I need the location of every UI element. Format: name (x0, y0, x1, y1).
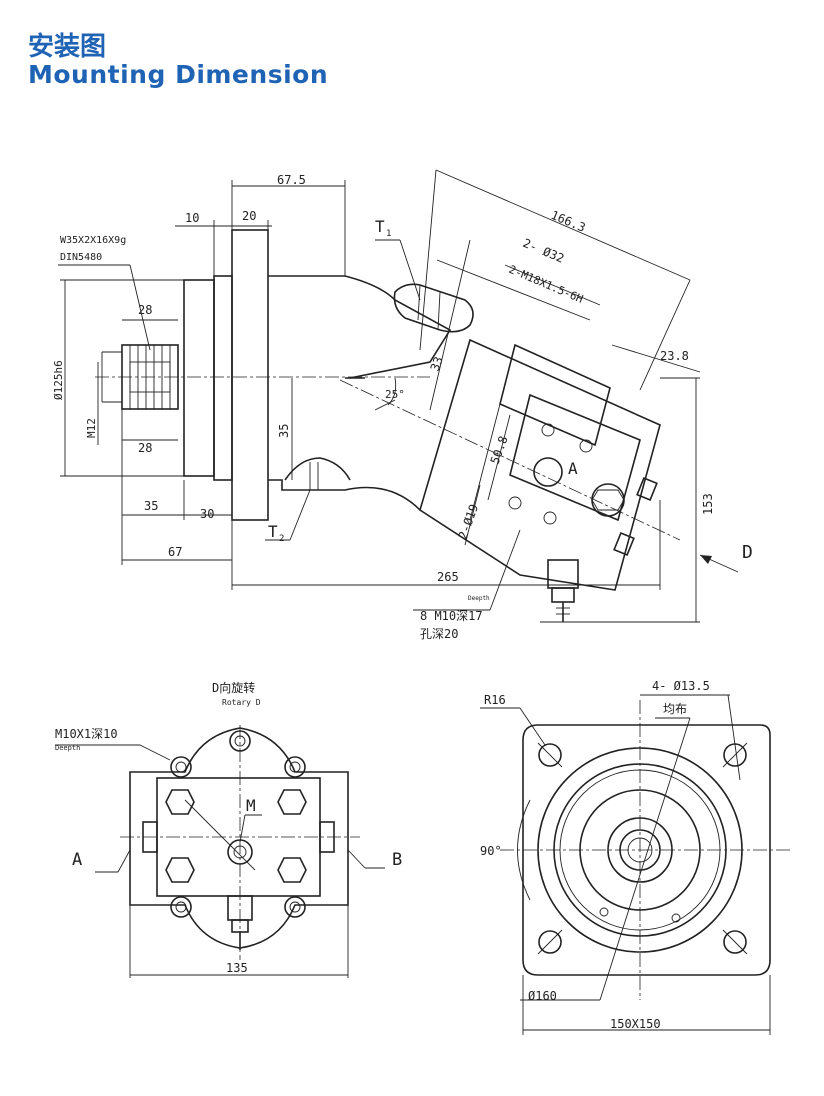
dim-20: 20 (242, 209, 256, 223)
dim-25deg: 25° (385, 388, 405, 401)
port-block (419, 338, 661, 622)
housing-bottom (268, 479, 421, 511)
dim-30: 30 (200, 507, 214, 521)
note-even: 均布 (663, 702, 687, 716)
bottom-right-view: R16 4- Ø13.5 均布 90° Ø160 150X150 (480, 679, 790, 1035)
port-a-label: A (568, 459, 578, 478)
dim-thread: 2-M18X1.5-6H (507, 263, 585, 306)
dim-153: 153 (701, 493, 715, 515)
dim-2-d32: 2- Ø32 (521, 236, 566, 266)
spline-spec-2: DIN5480 (60, 252, 102, 263)
dim-d160: Ø160 (528, 989, 557, 1003)
dim-67-5: 67.5 (277, 173, 306, 187)
inclined-centerline (339, 379, 681, 541)
title-chinese: 安装图 (28, 32, 107, 62)
dim-33: 33 (428, 355, 446, 373)
dim-67: 67 (168, 545, 182, 559)
dim-r16: R16 (484, 693, 506, 707)
dim-28-top: 28 (138, 303, 152, 317)
dim-4-holes: 4- Ø13.5 (652, 679, 710, 693)
angle-90: 90° (480, 844, 502, 858)
view-title-sub: Rotary D (222, 698, 261, 707)
label-t1-sub: 1 (386, 229, 391, 239)
port-m-label: M (246, 796, 256, 815)
dim-2-d19: 2-Ø19 (456, 502, 482, 541)
label-t2: T (268, 522, 278, 541)
mounting-flange (231, 229, 269, 521)
note-holes: 8 M10深17 (420, 609, 483, 623)
thread-note-sub: Deepth (55, 744, 80, 752)
t1-port (393, 283, 474, 333)
label-t1: T (375, 217, 385, 236)
side-view: 67.5 10 20 166.3 2- Ø32 2-M18X1.5-6H 23.… (52, 169, 753, 641)
dim-35-bottom: 35 (144, 499, 158, 513)
pilot-ring (183, 279, 215, 477)
t2-port (284, 457, 351, 481)
flange-front (213, 275, 233, 481)
view-title: D向旋转 (212, 680, 255, 695)
dim-166-3: 166.3 (549, 208, 588, 235)
dim-23-8: 23.8 (660, 349, 689, 363)
note-depth-small: Deepth (468, 595, 490, 602)
outer-pilot (537, 747, 743, 953)
bottom-left-view: D向旋转 Rotary D M10X1深10 Deepth M A B 135 (55, 680, 402, 978)
title-english: Mounting Dimension (28, 60, 329, 89)
label-t2-sub: 2 (279, 534, 284, 544)
port-b-label: B (392, 850, 402, 870)
view-d-label: D (742, 542, 753, 563)
housing-top (268, 275, 452, 379)
dim-d125: Ø125h6 (52, 360, 65, 400)
dim-265: 265 (437, 570, 459, 584)
dim-150x150: 150X150 (610, 1017, 661, 1031)
dim-135: 135 (226, 961, 248, 975)
dim-28-bot: 28 (138, 441, 152, 455)
port-a-circle (533, 457, 563, 487)
note-hole-depth: 孔深20 (420, 627, 458, 641)
dim-10: 10 (185, 211, 199, 225)
rear-cover (129, 727, 349, 949)
shaft-spline (121, 344, 179, 410)
dim-m12: M12 (85, 418, 98, 438)
thread-note: M10X1深10 (55, 727, 118, 741)
spline-spec-1: W35X2X16X9g (60, 235, 126, 246)
port-a-label-2: A (72, 850, 82, 870)
square-flange (522, 724, 771, 976)
dim-35: 35 (277, 424, 291, 438)
